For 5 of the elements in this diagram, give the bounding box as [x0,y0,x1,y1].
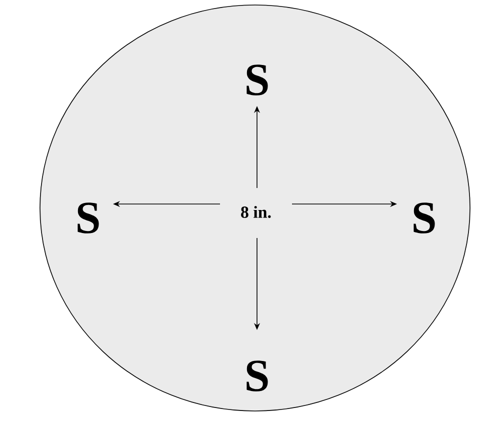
letter-label: S [246,64,268,96]
letter-label: S [414,202,435,234]
letter-label: S [246,360,268,392]
letter-label: S [78,202,99,234]
dimension-label: 8 in. [241,206,271,218]
